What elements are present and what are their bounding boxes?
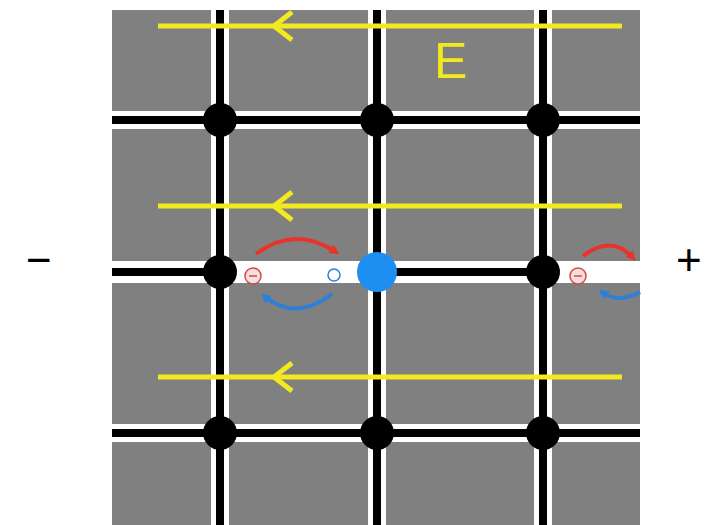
electron-symbol <box>245 268 586 284</box>
field-label: E <box>434 36 467 86</box>
polarity-sign: + <box>676 238 702 282</box>
lattice-ground <box>112 10 640 525</box>
polarity-sign: − <box>26 238 52 282</box>
field-lines <box>158 12 622 391</box>
horizontal-bonds <box>112 111 640 442</box>
motion-arrows <box>256 239 640 309</box>
hole-symbol <box>328 269 340 281</box>
impurity-atom <box>357 252 397 292</box>
lattice-atoms <box>203 103 560 450</box>
